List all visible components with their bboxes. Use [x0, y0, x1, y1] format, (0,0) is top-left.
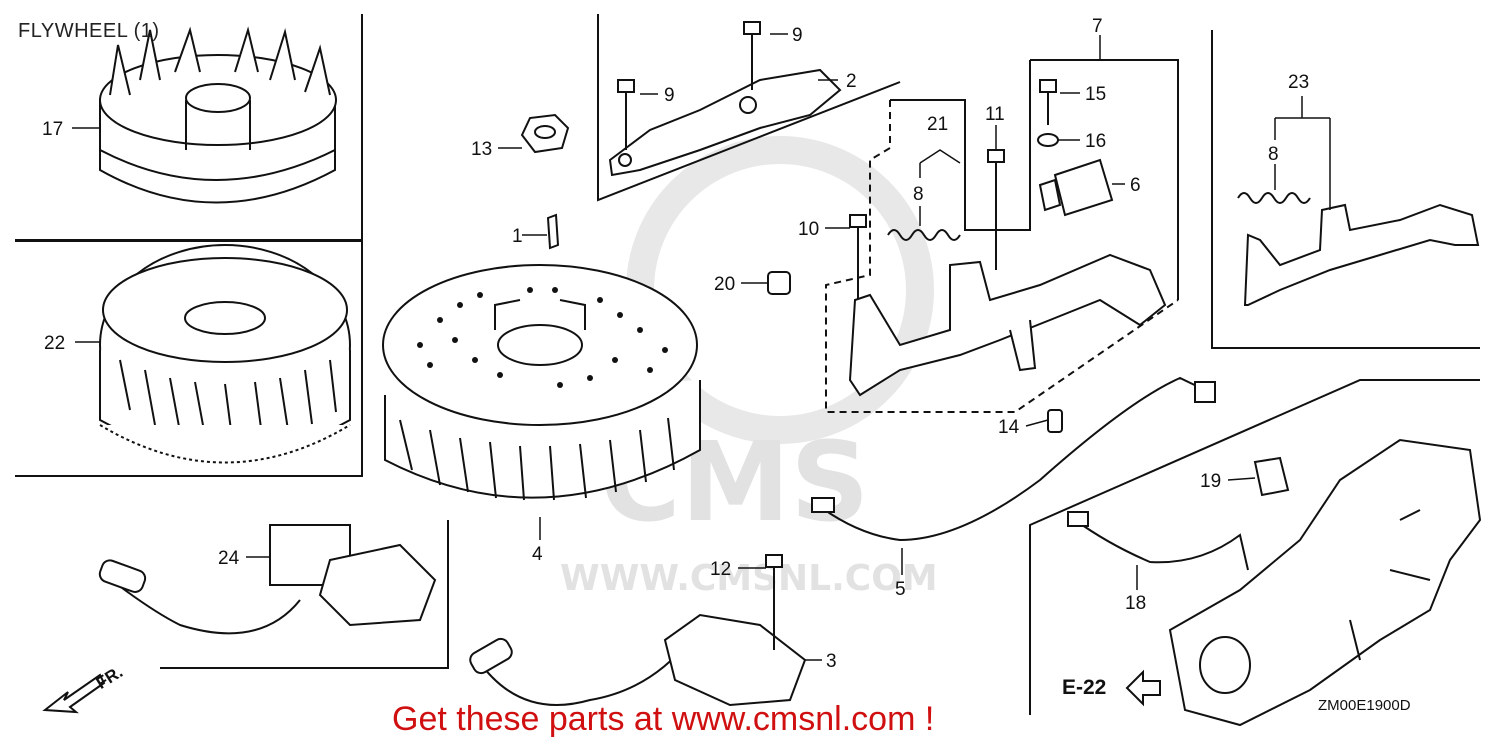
ignition-coil-part-3-drawing	[469, 613, 807, 707]
callout-2: 2	[846, 71, 857, 92]
flywheel-part-22-drawing	[99, 244, 351, 464]
callouts: 17 22 1 13 9 9 2 10 20 4 24 12 3 7 15 16…	[42, 16, 1309, 672]
bracket-part-2-drawing	[608, 68, 842, 177]
callout-24: 24	[218, 548, 240, 569]
drawing-code: ZM00E1900D	[1318, 697, 1411, 714]
flywheel-vent-holes	[417, 287, 668, 388]
callout-6: 6	[1130, 175, 1141, 196]
callout-11: 11	[985, 104, 1005, 125]
callout-7: 7	[1092, 16, 1103, 37]
footer-link[interactable]: Get these parts at www.cmsnl.com !	[392, 700, 935, 738]
control-base-drawing	[1168, 438, 1482, 727]
callout-13: 13	[471, 139, 492, 160]
callout-14: 14	[998, 417, 1020, 438]
callout-21: 21	[927, 114, 948, 135]
wire-harness-part-5-drawing	[811, 376, 1216, 542]
springs-drawing	[887, 192, 1311, 241]
reference-label: E-22	[1062, 676, 1107, 699]
diagram-title: FLYWHEEL (1)	[18, 20, 160, 42]
callout-19: 19	[1200, 471, 1221, 492]
flywheel-part-17-drawing	[99, 26, 337, 204]
governor-arm-assembly-7-drawing	[848, 253, 1167, 397]
callout-9a: 9	[792, 25, 803, 46]
callout-23: 23	[1288, 72, 1309, 93]
callout-4: 4	[532, 544, 543, 565]
callout-16: 16	[1085, 131, 1106, 152]
callout-22: 22	[44, 333, 65, 354]
callout-12: 12	[710, 559, 731, 580]
ignition-coil-part-24-drawing	[98, 524, 437, 635]
front-direction-arrow-icon	[42, 673, 106, 714]
callout-17: 17	[42, 119, 63, 140]
callout-9b: 9	[664, 85, 675, 106]
small-parts-drawing	[520, 113, 1290, 497]
callout-15: 15	[1085, 84, 1106, 105]
callout-8a: 8	[913, 184, 924, 205]
callout-8b: 8	[1268, 144, 1279, 165]
callout-18: 18	[1125, 593, 1146, 614]
callout-5: 5	[895, 579, 906, 600]
watermark: CMS WWW.CMSNL.COM	[560, 136, 938, 599]
leader-lines	[72, 33, 1331, 661]
watermark-url: WWW.CMSNL.COM	[560, 558, 938, 599]
wire-harness-part-18-drawing	[1067, 511, 1249, 571]
callout-10: 10	[798, 219, 819, 240]
section-frames	[15, 14, 1480, 715]
flywheel-part-4-drawing	[382, 264, 701, 501]
switch-part-6-drawing	[1038, 158, 1114, 217]
callout-3: 3	[826, 651, 837, 672]
callout-1: 1	[512, 226, 523, 247]
callout-20: 20	[714, 274, 735, 295]
bolts-drawing	[617, 21, 1059, 650]
reference-arrow-icon	[1125, 669, 1161, 707]
governor-arm-assembly-23-drawing	[1243, 203, 1480, 306]
